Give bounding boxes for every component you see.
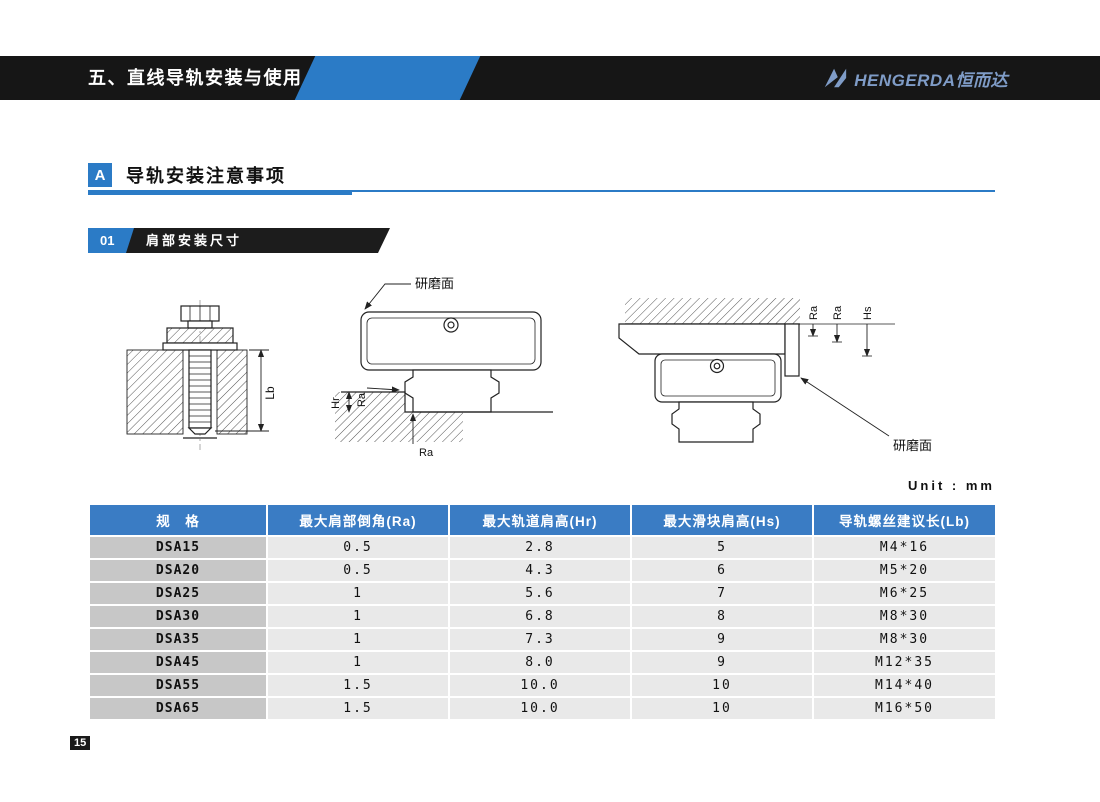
section-a-rule-thick — [88, 190, 352, 195]
value-cell: 7 — [630, 581, 814, 606]
value-cell: 10 — [630, 673, 814, 698]
value-cell: M16*50 — [812, 696, 997, 721]
section-a-title: 导轨安装注意事项 — [126, 166, 286, 186]
value-cell: 1 — [266, 604, 450, 629]
table-row: DSA65 1.5 10.0 10 M16*50 — [88, 696, 997, 721]
value-cell: M12*35 — [812, 650, 997, 675]
value-cell: 5.6 — [448, 581, 632, 606]
value-cell: 6.8 — [448, 604, 632, 629]
value-cell: 10 — [630, 696, 814, 721]
spec-cell: DSA45 — [88, 650, 268, 675]
spec-cell: DSA55 — [88, 673, 268, 698]
chapter-header-bar: 五、直线导轨安装与使用 HENGERDA恒而达 — [0, 56, 1100, 100]
section-a-rule-thin — [352, 190, 995, 192]
value-cell: 9 — [630, 627, 814, 652]
section-a-heading: A 导轨安装注意事项 — [88, 162, 286, 188]
table-header-row: 规 格 最大肩部倒角(Ra) 最大轨道肩高(Hr) 最大滑块肩高(Hs) 导轨螺… — [88, 503, 997, 537]
value-cell: 2.8 — [448, 535, 632, 560]
table-row: DSA30 1 6.8 8 M8*30 — [88, 604, 997, 629]
value-cell: 1 — [266, 627, 450, 652]
table-row: DSA55 1.5 10.0 10 M14*40 — [88, 673, 997, 698]
label-lb: Lb — [263, 386, 277, 400]
spec-table: 规 格 最大肩部倒角(Ra) 最大轨道肩高(Hr) 最大滑块肩高(Hs) 导轨螺… — [88, 503, 997, 721]
figure-rail-side-mount: 研磨面 Hr Ra Ra — [330, 276, 553, 459]
unit-note: Unit : mm — [908, 478, 995, 493]
figure-rail-inverted-mount: Ra Ra Hs 研磨面 — [618, 298, 932, 453]
section-01-badge: 01 — [88, 228, 134, 253]
col-header-ra: 最大肩部倒角(Ra) — [266, 503, 450, 537]
col-header-spec: 规 格 — [88, 503, 268, 537]
page-number: 15 — [70, 736, 91, 750]
label-ground-surface-right: 研磨面 — [893, 438, 932, 453]
label-ra-base: Ra — [419, 447, 434, 459]
value-cell: 5 — [630, 535, 814, 560]
value-cell: M8*30 — [812, 604, 997, 629]
value-cell: 9 — [630, 650, 814, 675]
header-accent-parallelogram — [294, 56, 481, 100]
spec-cell: DSA30 — [88, 604, 268, 629]
value-cell: M5*20 — [812, 558, 997, 583]
table-row: DSA25 1 5.6 7 M6*25 — [88, 581, 997, 606]
spec-cell: DSA35 — [88, 627, 268, 652]
label-hs: Hs — [862, 306, 874, 320]
label-hr: Hr — [330, 397, 342, 409]
spec-cell: DSA25 — [88, 581, 268, 606]
label-ra-2: Ra — [832, 305, 844, 320]
value-cell: 7.3 — [448, 627, 632, 652]
value-cell: 8 — [630, 604, 814, 629]
section-01-title: 肩部安装尺寸 — [146, 233, 243, 248]
spec-cell: DSA65 — [88, 696, 268, 721]
brand-name: HENGERDA恒而达 — [854, 70, 1008, 90]
col-header-lb: 导轨螺丝建议长(Lb) — [812, 503, 997, 537]
label-ra-shoulder: Ra — [356, 392, 368, 407]
label-ra-1: Ra — [808, 305, 820, 320]
col-header-hs: 最大滑块肩高(Hs) — [630, 503, 814, 537]
section-a-badge: A — [88, 163, 112, 187]
spec-cell: DSA20 — [88, 558, 268, 583]
value-cell: 10.0 — [448, 673, 632, 698]
value-cell: M8*30 — [812, 627, 997, 652]
value-cell: 1 — [266, 581, 450, 606]
value-cell: 0.5 — [266, 558, 450, 583]
figure-bolt-section: Lb — [126, 300, 277, 450]
value-cell: M14*40 — [812, 673, 997, 698]
value-cell: M6*25 — [812, 581, 997, 606]
brand-logo-icon — [824, 68, 847, 88]
value-cell: 6 — [630, 558, 814, 583]
table-row: DSA45 1 8.0 9 M12*35 — [88, 650, 997, 675]
value-cell: 10.0 — [448, 696, 632, 721]
section-01-banner: 01 肩部安装尺寸 — [88, 228, 390, 253]
label-ground-surface: 研磨面 — [415, 276, 454, 291]
value-cell: 1 — [266, 650, 450, 675]
spec-cell: DSA15 — [88, 535, 268, 560]
brand-logo: HENGERDA恒而达 — [822, 56, 1008, 100]
section-01-banner-bg — [88, 228, 390, 253]
chapter-title: 五、直线导轨安装与使用 — [88, 68, 303, 88]
value-cell: 4.3 — [448, 558, 632, 583]
value-cell: 8.0 — [448, 650, 632, 675]
value-cell: 1.5 — [266, 673, 450, 698]
value-cell: M4*16 — [812, 535, 997, 560]
table-row: DSA15 0.5 2.8 5 M4*16 — [88, 535, 997, 560]
col-header-hr: 最大轨道肩高(Hr) — [448, 503, 632, 537]
value-cell: 1.5 — [266, 696, 450, 721]
table-row: DSA20 0.5 4.3 6 M5*20 — [88, 558, 997, 583]
table-row: DSA35 1 7.3 9 M8*30 — [88, 627, 997, 652]
value-cell: 0.5 — [266, 535, 450, 560]
